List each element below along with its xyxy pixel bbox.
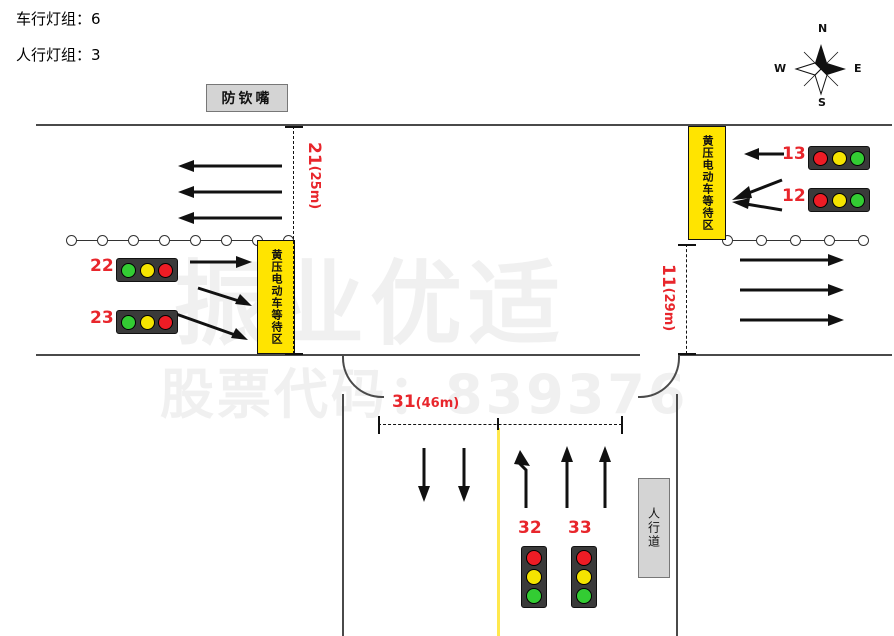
road-edge-vertical-left bbox=[342, 394, 344, 636]
dimension-11-tick-bottom bbox=[678, 353, 696, 355]
lane-arrows-eastbound bbox=[740, 254, 844, 326]
lamp-red-33 bbox=[576, 550, 592, 566]
waiting-zone-east: 黄压电动车等待区 bbox=[688, 126, 726, 240]
vehicle-signal-count: 车行灯组：6 bbox=[16, 10, 101, 28]
signal-head-23[interactable] bbox=[116, 310, 178, 334]
dimension-line-11 bbox=[686, 244, 687, 354]
signal-head-22[interactable] bbox=[116, 258, 178, 282]
lamp-red-23 bbox=[158, 314, 174, 330]
lamp-yellow-22 bbox=[139, 262, 155, 278]
lamp-red-22 bbox=[158, 262, 174, 278]
signal-head-13[interactable] bbox=[808, 146, 870, 170]
crosswalk-studs-east bbox=[722, 234, 872, 248]
dimension-11-value: (29m) bbox=[661, 287, 676, 332]
road-edge-south-east bbox=[678, 354, 892, 356]
compass-north-label: N bbox=[818, 22, 828, 35]
dimension-21-id: 21 bbox=[304, 142, 324, 166]
signal-id-33: 33 bbox=[568, 518, 592, 538]
compass-west-label: W bbox=[774, 62, 787, 75]
lamp-red-12 bbox=[812, 192, 828, 208]
lane-arrows-southbound bbox=[418, 448, 470, 502]
dimension-line-21 bbox=[293, 126, 294, 354]
lane-arrows-westbound bbox=[178, 160, 282, 224]
watermark-line-1: 振业优适 bbox=[174, 251, 567, 358]
dimension-31-tick-right bbox=[621, 416, 623, 434]
signal-head-12[interactable] bbox=[808, 188, 870, 212]
dimension-21-label: 21(25m) bbox=[304, 142, 324, 209]
waiting-zone-west: 黄压电动车等待区 bbox=[257, 240, 295, 354]
lamp-red-13 bbox=[812, 150, 828, 166]
dimension-31-tick-left bbox=[378, 416, 380, 434]
compass: N S W E bbox=[774, 22, 864, 112]
lamp-green-22 bbox=[120, 262, 136, 278]
lamp-green-13 bbox=[850, 150, 866, 166]
leader-lines-12 bbox=[732, 178, 783, 212]
dimension-31-id: 31 bbox=[392, 392, 416, 412]
compass-east-label: E bbox=[854, 62, 862, 75]
dimension-31-label: 31(46m) bbox=[392, 392, 459, 412]
dimension-11-id: 11 bbox=[658, 264, 678, 288]
dimension-31-value: (46m) bbox=[415, 396, 460, 411]
compass-south-label: S bbox=[818, 96, 826, 109]
dimension-31-tick-mid bbox=[497, 418, 499, 430]
lamp-green-23 bbox=[120, 314, 136, 330]
lamp-green-32 bbox=[526, 588, 542, 604]
lamp-yellow-33 bbox=[576, 569, 592, 585]
dimension-21-tick-top bbox=[285, 126, 303, 128]
lane-arrows-west-approach bbox=[175, 256, 252, 340]
signal-id-32: 32 bbox=[518, 518, 542, 538]
lamp-green-12 bbox=[850, 192, 866, 208]
signal-head-32[interactable] bbox=[521, 546, 547, 608]
dimension-21-value: (25m) bbox=[307, 165, 322, 210]
signal-id-23: 23 bbox=[90, 308, 114, 328]
road-edge-vertical-right bbox=[676, 394, 678, 636]
lamp-yellow-12 bbox=[831, 192, 847, 208]
lamp-yellow-32 bbox=[526, 569, 542, 585]
dimension-21-tick-bottom bbox=[285, 353, 303, 355]
leader-line-13 bbox=[744, 148, 784, 160]
signal-id-12: 12 bbox=[782, 186, 806, 206]
signal-id-13: 13 bbox=[782, 144, 806, 164]
lamp-red-32 bbox=[526, 550, 542, 566]
signal-id-22: 22 bbox=[90, 256, 114, 276]
lamp-yellow-13 bbox=[831, 150, 847, 166]
lane-arrows-south-approach bbox=[514, 446, 611, 508]
watermark-line-2: 股票代码：839376 bbox=[160, 363, 689, 426]
lamp-yellow-23 bbox=[139, 314, 155, 330]
road-edge-south-west-inner bbox=[382, 354, 640, 356]
road-edge-north bbox=[36, 124, 892, 126]
dimension-line-31 bbox=[378, 424, 622, 425]
dimension-11-label: 11(29m) bbox=[658, 264, 678, 331]
signal-head-33[interactable] bbox=[571, 546, 597, 608]
dimension-11-tick-top bbox=[678, 244, 696, 246]
road-edge-south-west bbox=[36, 354, 640, 356]
pedestrian-crossing-label: 人行道 bbox=[638, 478, 670, 578]
compass-rose-icon bbox=[794, 44, 846, 96]
lamp-green-33 bbox=[576, 588, 592, 604]
north-leg-label-box: 防钦嘴 bbox=[206, 84, 288, 112]
pedestrian-signal-count: 人行灯组：3 bbox=[16, 46, 101, 64]
center-line-south bbox=[497, 428, 500, 636]
